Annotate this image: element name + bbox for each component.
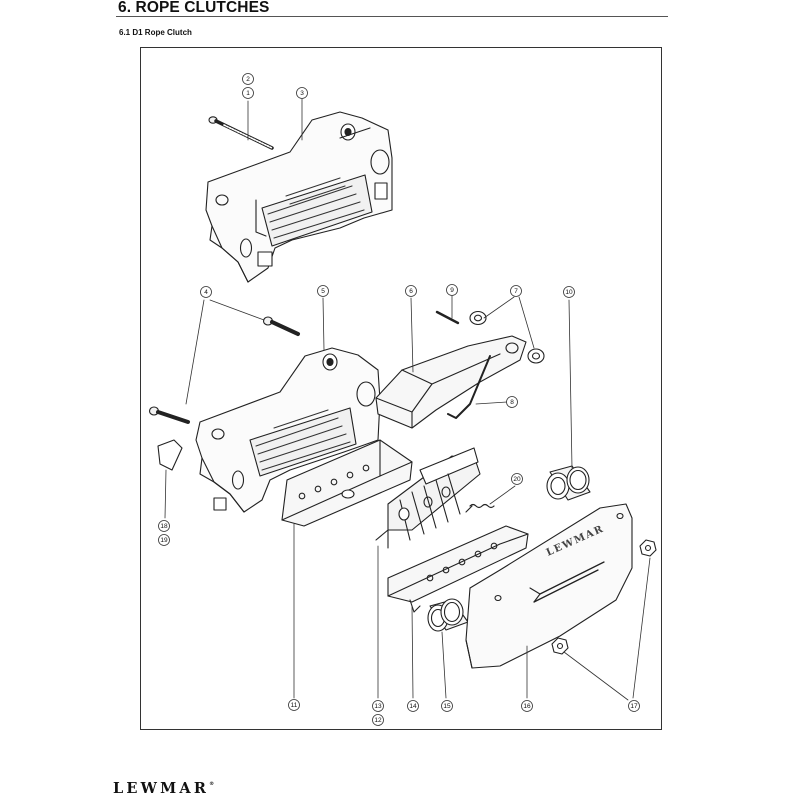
lower-plate [387,525,529,613]
callout-20: 20 [513,476,521,483]
callout-2: 2 [246,76,250,83]
callout-12: 12 [374,717,382,724]
callout-11: 11 [291,702,298,709]
housing-top [205,111,393,283]
nut-upper [639,539,657,557]
short-bolt-right [262,316,300,336]
title-rule [116,16,668,17]
brand-logo-text: LEWMAR [113,780,210,797]
side-cover [465,503,633,669]
pin [435,310,460,325]
callout-15: 15 [443,703,451,710]
stripper-plate [281,439,413,527]
cam-lever [375,335,527,429]
jaw-assembly [375,447,481,549]
short-bolt-left [148,406,190,424]
callout-9: 9 [450,287,454,294]
callout-8: 8 [510,399,514,406]
small-spring [465,503,495,513]
callout-14: 14 [409,703,417,710]
housing-middle [195,347,381,513]
registered-mark: ® [209,781,215,787]
diagram-frame [140,47,662,730]
nut-lower [551,637,569,655]
callout-circles [158,73,640,726]
rope-bush-upper [546,465,591,501]
callout-4: 4 [204,289,208,296]
callout-3: 3 [300,90,304,97]
leader-lines [164,98,651,701]
washer-left [469,310,487,326]
wedge-insert [157,439,183,471]
callout-17: 17 [630,703,638,710]
callout-18: 18 [160,523,168,530]
callout-7: 7 [514,288,518,295]
callout-5: 5 [321,288,325,295]
callout-6: 6 [409,288,413,295]
callout-10: 10 [565,289,573,296]
washer-right [527,348,545,364]
rope-bush-lower [427,598,469,632]
spring-wire [447,355,491,419]
callout-1: 1 [246,90,250,97]
section-title: 6. ROPE CLUTCHES [118,0,270,16]
brand-logo: LEWMAR® [113,780,214,797]
subsection-title: 6.1 D1 Rope Clutch [119,28,192,37]
callout-13: 13 [374,703,382,710]
long-bolt-top [208,116,274,150]
callout-19: 19 [160,537,168,544]
callout-16: 16 [523,703,531,710]
